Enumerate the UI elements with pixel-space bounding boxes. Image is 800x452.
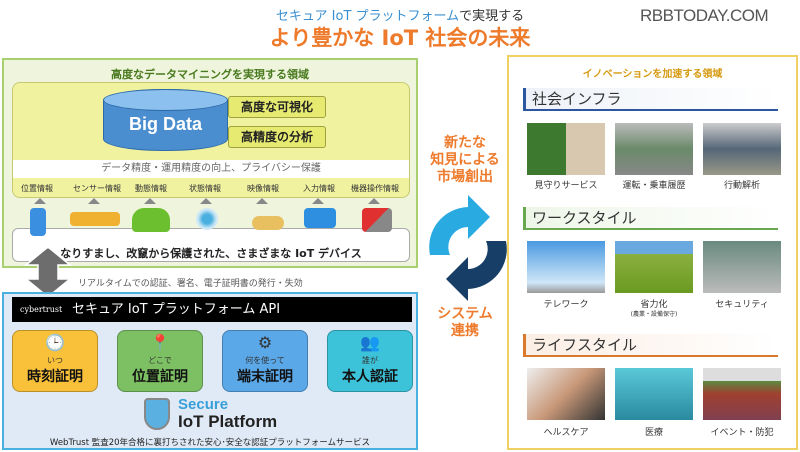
caption: 省力化 (640, 300, 668, 310)
text-line: 新たな (444, 135, 486, 151)
card-sub: 誰が (362, 356, 378, 365)
map-pin-icon: 📍 (150, 333, 170, 352)
data-mining-panel: 高度なデータマイニングを実現する領域 Big Data 高度な可視化 高精度の分… (2, 58, 418, 268)
caption: 行動解析 (723, 181, 760, 191)
up-arrow-icon (34, 198, 46, 204)
text-line: 知見による (430, 152, 500, 168)
healthcare-photo (527, 368, 605, 420)
innovation-panel: イノベーションを加速する領域 社会インフラ 見守りサービス 運転・乗車履歴 行動… (507, 55, 798, 450)
logo-line2: IoT Platform (178, 412, 278, 431)
card-sub: 何を使って (245, 356, 285, 365)
station-photo (703, 123, 781, 175)
title-highlight: セキュア IoT プラットフォーム (275, 9, 460, 24)
cybertrust-logo: cybertrust (20, 305, 63, 314)
info-label: 入力情報 (303, 184, 335, 193)
card-main: 位置証明 (132, 369, 188, 385)
monitor-icon (304, 208, 336, 228)
info-label: 機器操作情報 (351, 184, 399, 193)
panel-heading: イノベーションを加速する領域 (582, 69, 723, 80)
privacy-band: データ精度・運用精度の向上、プライバシー保護 (13, 160, 409, 178)
cycle-arrows-icon (429, 195, 507, 301)
time-proof-card: 🕒 いつ時刻証明 (12, 330, 98, 392)
up-arrow-icon (256, 198, 268, 204)
gear-icon: ⚙ (257, 333, 273, 352)
visualization-label: 高度な可視化 (228, 96, 326, 118)
telework-photo (527, 241, 605, 293)
card-main: 時刻証明 (27, 369, 83, 385)
location-proof-card: 📍 どこで位置証明 (117, 330, 203, 392)
card-main: 端末証明 (237, 369, 293, 385)
api-bar: cybertrust セキュア IoT プラットフォーム API (12, 297, 412, 322)
card-sub: いつ (47, 356, 63, 365)
up-arrow-icon (144, 198, 156, 204)
up-arrow-icon (312, 198, 324, 204)
caption: ヘルスケア (543, 428, 589, 438)
clock-icon: 🕒 (45, 333, 65, 352)
caption-sub: (農業・設備保守) (630, 311, 678, 318)
camera-icon (252, 216, 284, 230)
sensor-icon (196, 208, 218, 230)
text-line: システム (437, 306, 493, 322)
info-label: 映像情報 (247, 184, 279, 193)
info-label: 動態情報 (135, 184, 167, 193)
caption: イベント・防犯 (710, 428, 774, 438)
medical-photo (615, 368, 693, 420)
api-title: セキュア IoT プラットフォーム API (72, 302, 281, 317)
caption: 運転・乗車履歴 (622, 181, 686, 191)
big-data-label: Big Data (128, 114, 202, 134)
bus-photo (615, 123, 693, 175)
analysis-label: 高精度の分析 (228, 126, 326, 148)
caption: セキュリティ (715, 300, 769, 310)
device-proof-card: ⚙ 何を使って端末証明 (222, 330, 308, 392)
info-label: 状態情報 (189, 184, 221, 193)
identity-auth-card: 👥 誰が本人認証 (327, 330, 413, 392)
card-main: 本人認証 (342, 369, 398, 385)
big-data-area: Big Data 高度な可視化 高精度の分析 データ精度・運用精度の向上、プライ… (12, 82, 410, 198)
caption: 見守りサービス (534, 181, 598, 191)
card-sub: どこで (148, 356, 172, 365)
people-icon: 👥 (360, 333, 380, 352)
up-arrow-icon (200, 198, 212, 204)
title-line1: セキュア IoT プラットフォームで実現する (0, 5, 800, 24)
caption: テレワーク (543, 300, 589, 310)
section-work-style: ワークスタイル (523, 207, 778, 230)
text-line: 市場創出 (437, 169, 493, 185)
up-arrow-icon (88, 198, 100, 204)
watch-service-photo (527, 123, 605, 175)
iot-devices-box: なりすまし、改竄から保護された、さまざまな IoT デバイス (12, 228, 410, 262)
platform-footer: WebTrust 監査20年合格に裏打ちされた安心･安全な認証プラットフォームサ… (49, 438, 371, 448)
market-creation-text: 新たな知見による市場創出 (420, 135, 510, 186)
bidirectional-arrow-icon (24, 247, 72, 297)
security-gate-photo (703, 241, 781, 293)
main-title: より豊かな IoT 社会の未来 (269, 26, 531, 50)
logo-line1: Secure (178, 396, 229, 413)
section-social-infra: 社会インフラ (523, 88, 778, 111)
smartphone-icon (30, 208, 46, 236)
info-label: センサー情報 (73, 184, 121, 193)
section-life-style: ライフスタイル (523, 334, 778, 357)
drone-icon (70, 212, 120, 226)
database-icon: Big Data (103, 89, 228, 151)
panel-heading: 高度なデータマイニングを実現する領域 (111, 68, 309, 81)
up-arrow-icon (368, 198, 380, 204)
car-icon (132, 208, 170, 232)
drone-field-photo (615, 241, 693, 293)
caption: 医療 (644, 428, 663, 438)
shield-icon (144, 398, 170, 430)
system-integration-text: システム連携 (420, 306, 510, 340)
realtime-auth-text: リアルタイムでの認証、署名、電子証明書の発行・失効 (78, 279, 303, 289)
factory-icon (362, 208, 392, 232)
site-logo: RBBTODAY.COM (640, 6, 769, 25)
event-crowd-photo (703, 368, 781, 420)
title-rest: で実現する (459, 9, 525, 24)
info-label: 位置情報 (21, 184, 53, 193)
text-line: 連携 (451, 323, 479, 339)
